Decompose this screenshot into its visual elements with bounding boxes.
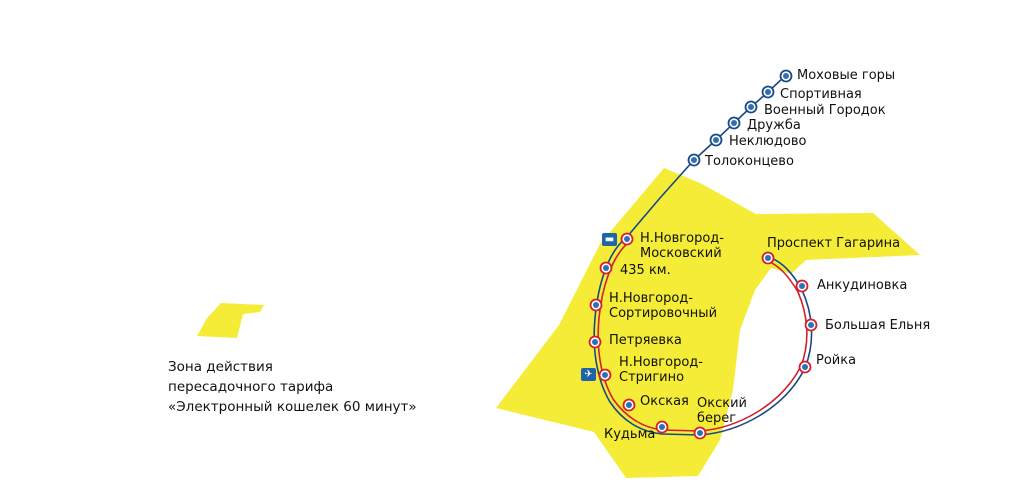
station-label-oksky-bereg[interactable]: Окский берег	[697, 396, 747, 426]
station-label-kudma[interactable]: Кудьма	[604, 427, 656, 442]
legend-line-1: Зона действия	[168, 359, 273, 375]
station-label-bolshaya-elnya[interactable]: Большая Ельня	[825, 318, 931, 333]
station-label-435km[interactable]: 435 км.	[620, 263, 671, 278]
legend-zone-swatch	[197, 303, 264, 338]
station-marker-neklyudovo[interactable]	[709, 133, 723, 147]
station-label-moskovsky[interactable]: Н.Новгород- Московский	[640, 231, 724, 261]
station-marker-voenny-gorodok[interactable]	[744, 100, 758, 114]
station-label-druzhba[interactable]: Дружба	[747, 118, 801, 133]
station-label-sportivnaya[interactable]: Спортивная	[780, 87, 862, 102]
station-label-prospekt-gagarina[interactable]: Проспект Гагарина	[767, 236, 901, 251]
station-label-petryaevka[interactable]: Петряевка	[609, 333, 682, 348]
station-label-roika[interactable]: Ройка	[816, 353, 857, 368]
station-marker-kudma[interactable]	[655, 420, 669, 434]
legend: Зона действия пересадочного тарифа «Элек…	[168, 357, 417, 417]
station-marker-prospekt-gagarina[interactable]	[761, 251, 775, 265]
station-marker-435km[interactable]	[599, 261, 613, 275]
station-marker-sortirovochny[interactable]	[589, 298, 603, 312]
legend-line-2: пересадочного тарифа	[168, 379, 334, 395]
airplane-icon: ✈	[581, 368, 596, 381]
station-label-strigino[interactable]: Н.Новгород- Стригино	[619, 355, 703, 385]
station-marker-moskovsky[interactable]	[620, 232, 634, 246]
station-marker-okskaya[interactable]	[622, 398, 636, 412]
station-label-voenny-gorodok[interactable]: Военный Городок	[764, 103, 886, 118]
station-marker-oksky-bereg[interactable]	[693, 426, 707, 440]
station-marker-druzhba[interactable]	[727, 116, 741, 130]
station-marker-mokhovye-gory[interactable]	[779, 69, 793, 83]
station-marker-sportivnaya[interactable]	[761, 85, 775, 99]
station-marker-strigino[interactable]	[598, 368, 612, 382]
station-label-okskaya[interactable]: Окская	[640, 394, 689, 409]
station-marker-tolokontsevo[interactable]	[687, 153, 701, 167]
station-marker-bolshaya-elnya[interactable]	[804, 318, 818, 332]
legend-line-3: «Электронный кошелек 60 минут»	[168, 399, 417, 415]
station-label-neklyudovo[interactable]: Неклюдово	[729, 134, 807, 149]
train-icon: ▬	[602, 233, 617, 246]
station-label-mokhovye-gory[interactable]: Моховые горы	[797, 68, 896, 83]
station-marker-petryaevka[interactable]	[588, 335, 602, 349]
station-label-ankudinovka[interactable]: Анкудиновка	[817, 278, 908, 293]
station-marker-roika[interactable]	[798, 360, 812, 374]
station-label-tolokontsevo[interactable]: Толоконцево	[705, 154, 794, 169]
station-marker-ankudinovka[interactable]	[795, 279, 809, 293]
station-label-sortirovochny[interactable]: Н.Новгород- Сортировочный	[609, 291, 718, 321]
